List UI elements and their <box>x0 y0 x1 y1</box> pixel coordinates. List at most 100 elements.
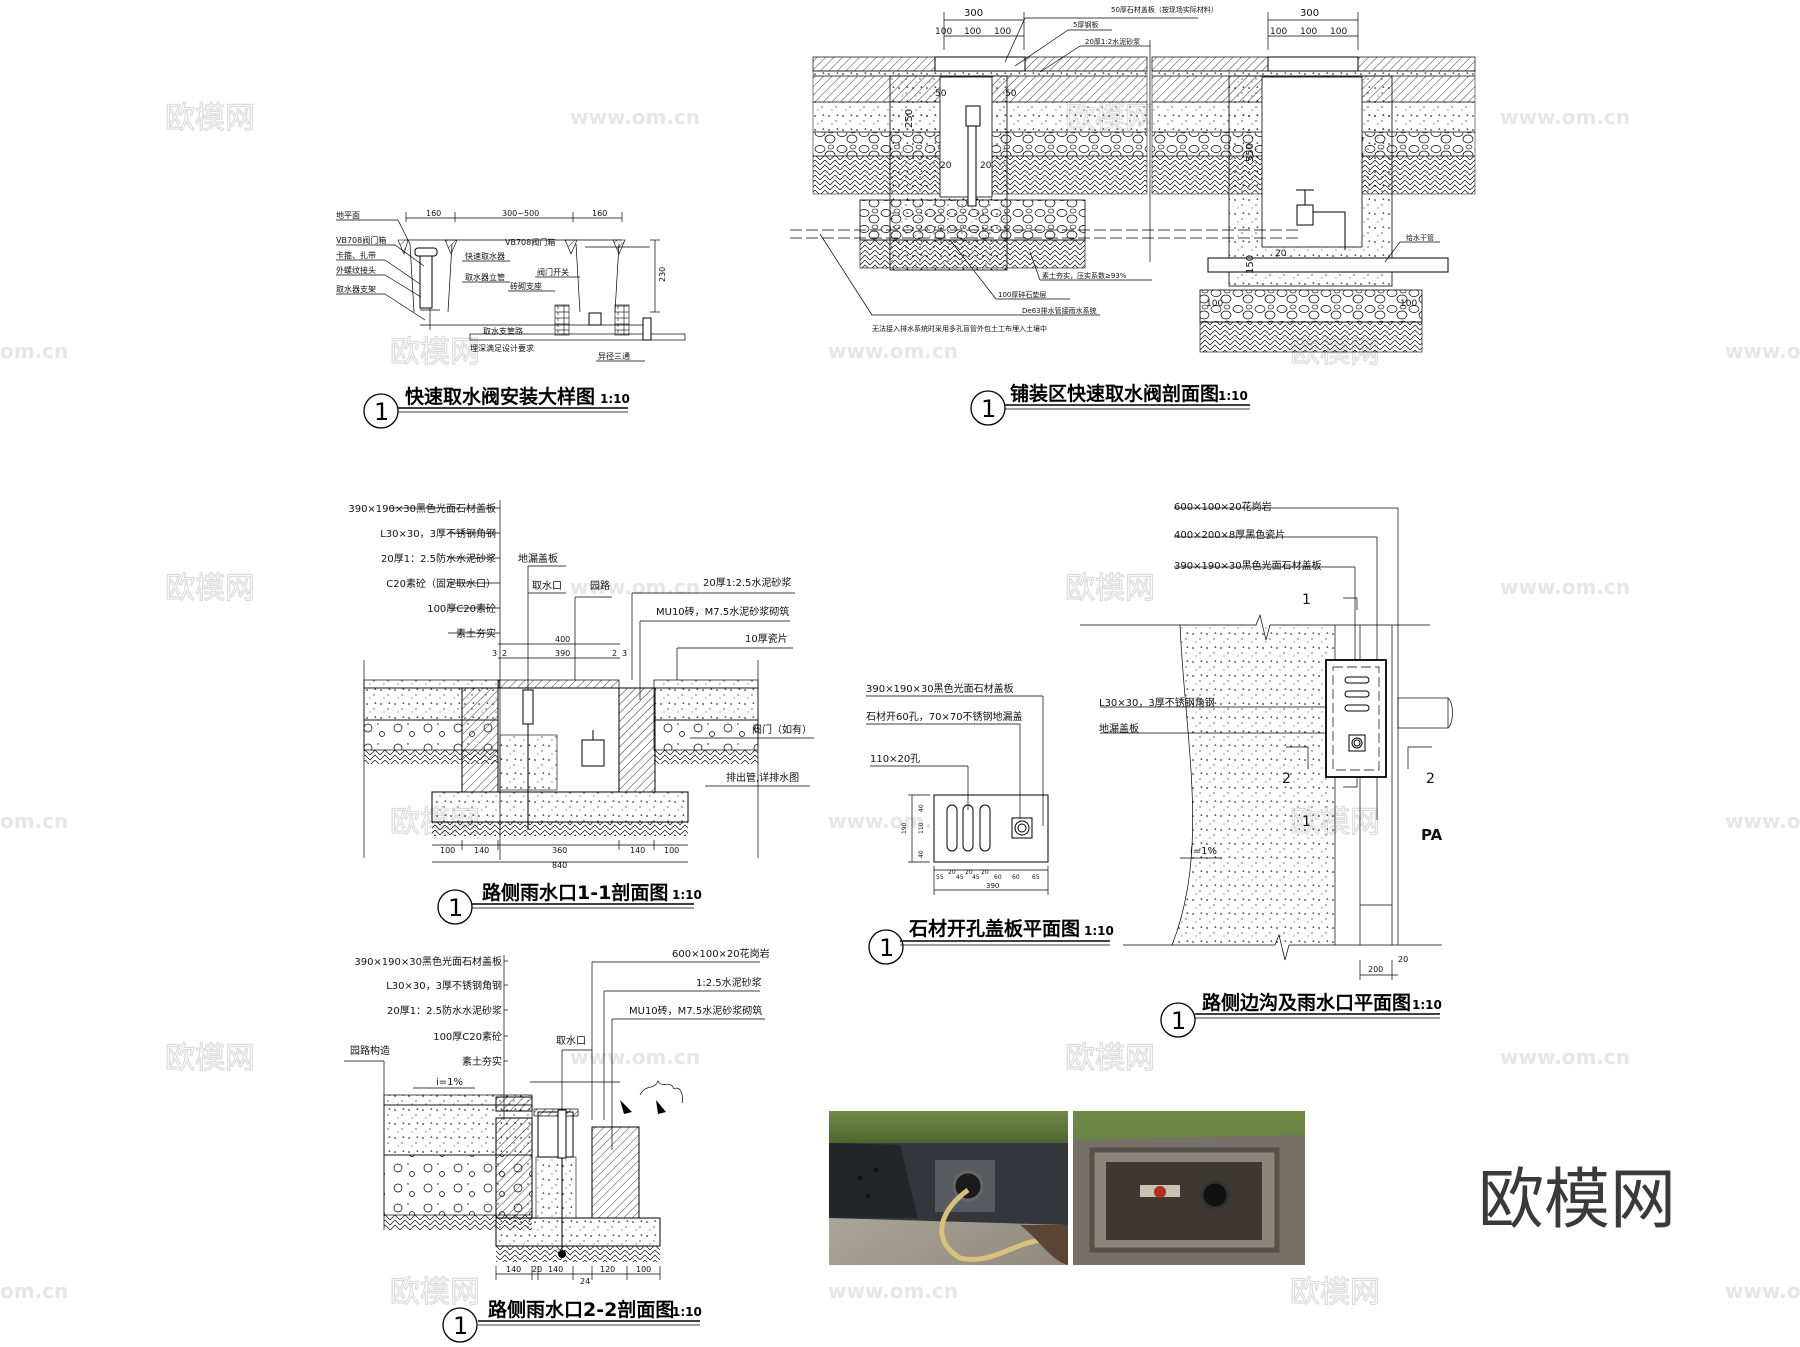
dimension: 100 <box>1400 299 1417 309</box>
dimension: 20 <box>965 869 973 876</box>
label: 390×190×30黑色光面石材盖板 <box>1174 559 1322 572</box>
dimension: 60 <box>1012 874 1020 881</box>
label: VB708阀门箱 <box>505 237 555 247</box>
drawing-title: 石材开孔盖板平面图 <box>908 917 1080 940</box>
drawing-title: 铺装区快速取水阀剖面图 <box>1010 382 1219 405</box>
label: 100厚C20素砼 <box>427 602 496 615</box>
dimension: 50 <box>935 89 947 99</box>
watermark-logo: 欧模网 <box>165 571 255 606</box>
title-block: 1 路侧雨水口1-1剖面图 1:10 <box>437 881 702 925</box>
watermark-logo: 欧模网 <box>390 1275 480 1310</box>
watermark-logo: 欧模网 <box>165 101 255 136</box>
label: 1:2.5水泥砂浆 <box>696 976 762 989</box>
watermark-url: www.om.cn <box>1500 575 1630 599</box>
dimension: 20 <box>940 161 952 171</box>
label: 100厚C20素砼 <box>433 1030 502 1043</box>
label: L30×30，3厚不锈钢角钢 <box>386 979 502 992</box>
drawing-section-1-1: 390×190×30黑色光面石材盖板 L30×30，3厚不锈钢角钢 20厚1：2… <box>348 500 814 925</box>
dimension: 390 <box>555 649 570 658</box>
dimension: 100 <box>1206 299 1223 309</box>
watermark-logo: 欧模网 <box>1065 571 1155 606</box>
watermark-logo: 欧模网 <box>1290 1275 1380 1310</box>
dimension: 100 <box>1270 27 1287 37</box>
watermark-logo: 欧模网 <box>165 1041 255 1076</box>
dimension: 3 <box>492 649 497 658</box>
watermark-url: om.cn <box>0 1279 68 1303</box>
label: 异径三通 <box>598 351 630 361</box>
section-mark: 2 <box>1282 771 1291 787</box>
drawing-scale: 1:10 <box>1084 924 1114 938</box>
drawing-quick-valve-detail: 地平面 VB708阀门箱 卡箍、扎带 外螺纹接头 取水器支架 快速取水器 取水器… <box>336 209 686 429</box>
dimension: 100 <box>964 27 981 37</box>
watermark-logo: 欧模网 <box>1065 1041 1155 1076</box>
dimension: 45 <box>956 874 964 881</box>
label: 取水支管路 <box>483 326 523 336</box>
label: 外螺纹接头 <box>336 265 376 275</box>
watermark-url: www.om.cn <box>1725 1279 1800 1303</box>
label: 390×190×30黑色光面石材盖板 <box>866 682 1014 695</box>
watermark-url: www.om.cn <box>1725 809 1800 833</box>
dimension: 200 <box>1368 965 1383 974</box>
area-tag: PA <box>1421 826 1443 844</box>
label: 50厚石材盖板（按现场实际材料） <box>1111 5 1218 14</box>
watermark-url: www.om.cn <box>1500 1045 1630 1069</box>
dimension: 20 <box>532 1265 542 1274</box>
detail-number: 1 <box>1171 1007 1186 1035</box>
title-block: 1 石材开孔盖板平面图 1:10 <box>868 917 1114 965</box>
dimension: 55 <box>936 874 944 881</box>
dimension: 140 <box>474 846 489 855</box>
label: 400×200×8厚黑色瓷片 <box>1174 528 1285 541</box>
photo-drain-cover-closed <box>829 1111 1068 1265</box>
label: VB708阀门箱 <box>336 235 386 245</box>
detail-number-circle <box>970 390 1006 426</box>
dimension: 110 <box>918 822 925 834</box>
dimension: 550 <box>1245 143 1256 162</box>
drawing-scale: 1:10 <box>672 1305 702 1319</box>
label: 给水干管 <box>1406 233 1434 242</box>
dimension: 390 <box>986 882 999 890</box>
label: 600×100×20花岗岩 <box>1174 500 1272 513</box>
drawing-stone-cover-plan: 390×190×30黑色光面石材盖板 石材开60孔，70×70不锈钢地漏盖 11… <box>866 682 1114 965</box>
slope-label: i=1% <box>1190 846 1217 857</box>
label: 110×20孔 <box>870 753 920 765</box>
dimension: 360 <box>552 846 567 855</box>
dimension: 60 <box>994 874 1002 881</box>
detail-number: 1 <box>981 395 996 423</box>
dimension: 100 <box>1300 27 1317 37</box>
dimension: 3 <box>622 649 627 658</box>
drawing-gutter-plan: 600×100×20花岗岩 400×200×8厚黑色瓷片 390×190×30黑… <box>1080 500 1453 1038</box>
label: L30×30，3厚不锈钢角钢 <box>1099 696 1215 709</box>
watermark-url: www.om.cn <box>828 1279 958 1303</box>
drawing-scale: 1:10 <box>672 888 702 902</box>
detail-number-circle <box>1160 1002 1196 1038</box>
section-mark: 2 <box>1426 771 1435 787</box>
label: 无法接入排水系统时采用多孔盲管外包土工布埋入土壤中 <box>872 324 1047 333</box>
label: 素土夯实 <box>456 627 496 640</box>
label: C20素砼（固定取水口） <box>386 577 496 590</box>
watermark-url: www.om.cn <box>1500 105 1630 129</box>
label: 素土夯实 <box>462 1055 502 1068</box>
title-block: 1 铺装区快速取水阀剖面图 1:10 <box>970 382 1250 426</box>
detail-number-circle <box>437 889 473 925</box>
drawing-scale: 1:10 <box>1218 389 1248 403</box>
dimension: 160 <box>592 209 607 218</box>
dimension: 65 <box>1032 874 1040 881</box>
detail-number-circle <box>868 929 904 965</box>
dimension: 300~500 <box>502 209 539 218</box>
dimension: 100 <box>994 27 1011 37</box>
dimension: 100 <box>636 1265 651 1274</box>
label: 20厚1:2水泥砂浆 <box>1085 37 1140 46</box>
dimension: 140 <box>548 1265 563 1274</box>
label: 100厚碎石垫层 <box>998 290 1046 299</box>
dimension: 20 <box>1398 955 1408 964</box>
dimension: 150 <box>1245 255 1256 274</box>
dimension: 140 <box>630 846 645 855</box>
dimension: 140 <box>506 1265 521 1274</box>
watermark-url: om.cn <box>0 339 68 363</box>
label: MU10砖，M7.5水泥砂浆砌筑 <box>629 1004 762 1017</box>
section-mark: 1 <box>1302 814 1311 830</box>
label: 园路构造 <box>350 1044 390 1057</box>
label: 390×190×30黑色光面石材盖板 <box>348 502 496 515</box>
drawing-title: 快速取水阀安装大样图 <box>405 385 595 408</box>
label: 5厚钢板 <box>1073 20 1098 29</box>
